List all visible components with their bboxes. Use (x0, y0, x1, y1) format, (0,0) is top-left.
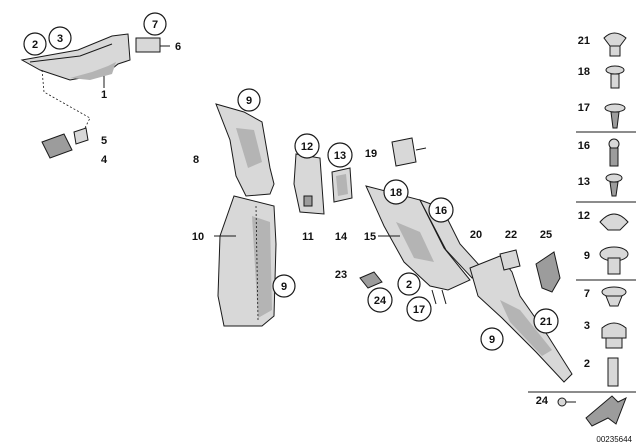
callout-13-label: 13 (334, 150, 346, 162)
callout-17: 17 (406, 296, 432, 322)
fastener-label-21: 21 (578, 35, 590, 47)
part-19-clip (391, 137, 427, 167)
doc-id: 00235644 (596, 435, 632, 444)
callout-9b: 9 (272, 274, 296, 298)
callout-9c-label: 9 (489, 334, 495, 346)
part-14-cover (331, 167, 353, 203)
callout-9c: 9 (480, 327, 504, 351)
fastener-2-shape (607, 357, 619, 387)
fastener-9-shape (599, 246, 629, 275)
callout-24: 24 (367, 287, 393, 313)
callout-21: 21 (533, 308, 559, 334)
part-22-clip (499, 249, 521, 271)
label-8: 8 (193, 154, 199, 166)
fastener-label-13: 13 (578, 176, 590, 188)
callout-2a-label: 2 (32, 39, 38, 51)
label-14: 14 (335, 231, 348, 243)
part-6-clip (135, 37, 170, 53)
part-screw-small (431, 289, 447, 305)
callout-17-label: 17 (413, 304, 425, 316)
label-15: 15 (364, 231, 376, 243)
callout-2a: 2 (23, 32, 47, 56)
label-23: 23 (335, 269, 347, 281)
fastener-17-shape (604, 103, 626, 129)
part-8-pillar-upper (215, 103, 275, 197)
callout-12-label: 12 (301, 141, 313, 153)
fastener-label-3: 3 (584, 320, 590, 332)
label-19: 19 (365, 148, 377, 160)
fastener-label-2: 2 (584, 358, 590, 370)
label-5: 5 (101, 135, 107, 147)
fastener-13-shape (605, 173, 623, 197)
callout-18-label: 18 (390, 187, 402, 199)
callout-2b-label: 2 (406, 279, 412, 291)
callout-9a: 9 (237, 88, 261, 112)
fastener-label-9: 9 (584, 250, 590, 262)
fastener-label-18: 18 (578, 66, 590, 78)
callout-9a-label: 9 (246, 95, 252, 107)
part-5-bracket (41, 127, 89, 159)
part-11-panel (293, 153, 325, 215)
fastener-16-shape (608, 138, 620, 167)
fastener-label-24: 24 (536, 395, 549, 407)
label-10: 10 (192, 231, 204, 243)
fastener-label-7: 7 (584, 288, 590, 300)
part-10-pillar-lower (214, 195, 277, 327)
fastener-3-shape (601, 322, 627, 349)
fastener-12-shape (599, 213, 629, 231)
fastener-label-17: 17 (578, 102, 590, 114)
fastener-18-shape (605, 65, 625, 89)
arrow-icon (585, 395, 627, 427)
callout-21-label: 21 (540, 316, 552, 328)
callout-9b-label: 9 (281, 281, 287, 293)
callout-16-label: 16 (435, 205, 447, 217)
part-23-clip (359, 271, 383, 289)
label-11: 11 (302, 231, 314, 243)
callout-13: 13 (327, 142, 353, 168)
label-6: 6 (175, 41, 181, 53)
callout-7-label: 7 (152, 19, 158, 31)
label-1: 1 (101, 89, 107, 101)
fastener-24-shape (557, 397, 576, 407)
label-20: 20 (470, 229, 482, 241)
callout-3a: 3 (48, 26, 72, 50)
callout-16: 16 (428, 197, 454, 223)
fastener-label-16: 16 (578, 140, 590, 152)
callout-7: 7 (143, 12, 167, 36)
callout-12: 12 (294, 133, 320, 159)
callout-18: 18 (383, 179, 409, 205)
callout-24-label: 24 (374, 295, 387, 307)
callout-2b: 2 (397, 272, 421, 296)
callout-3a-label: 3 (57, 33, 63, 45)
part-25-bracket (535, 251, 561, 293)
label-4: 4 (101, 154, 108, 166)
label-22: 22 (505, 229, 517, 241)
fastener-21-shape (603, 32, 627, 57)
part-1-upper-trim (20, 33, 131, 131)
label-25: 25 (540, 229, 552, 241)
fastener-label-12: 12 (578, 210, 590, 222)
fastener-7-shape (601, 286, 627, 307)
